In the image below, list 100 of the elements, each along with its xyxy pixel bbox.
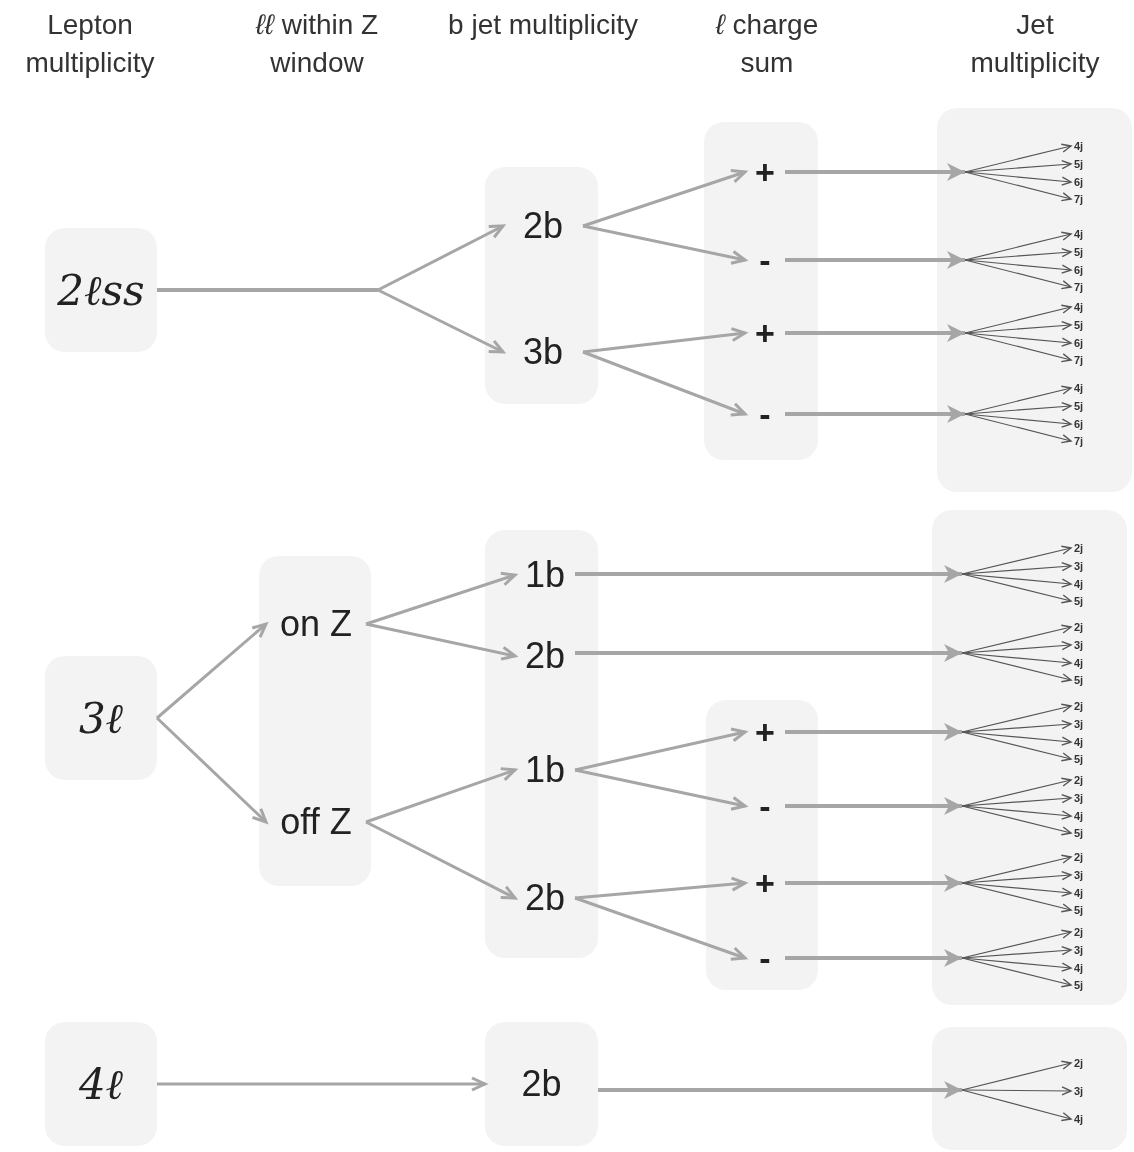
jet-count-label: 5j: [1074, 398, 1096, 414]
group-panel: [932, 510, 1127, 1005]
jet-count-label: 6j: [1074, 335, 1096, 351]
jet-count-label: 4j: [1074, 226, 1096, 242]
arrow: [964, 259, 1072, 290]
arrow: [961, 573, 1072, 604]
group-panel: [485, 167, 598, 404]
arrow: [961, 805, 1072, 836]
jet-count-label: 4j: [1074, 808, 1096, 824]
jet-count-label: 2j: [1074, 540, 1096, 556]
arrow: [575, 565, 962, 583]
charge-sign: +: [745, 150, 785, 194]
bin-label: 3b: [503, 326, 583, 378]
arrow: [365, 820, 517, 900]
arrow: [964, 321, 1072, 334]
category-box: 3ℓ: [45, 656, 157, 780]
charge-sign: +: [745, 311, 785, 355]
jet-count-label: 5j: [1074, 902, 1096, 918]
charge-sign: +: [745, 861, 785, 905]
arrow: [961, 793, 1072, 807]
jet-count-label: 2j: [1074, 698, 1096, 714]
jet-count-label: 3j: [1074, 637, 1096, 653]
jet-count-label: 2j: [1074, 1055, 1096, 1071]
arrow: [365, 767, 517, 824]
arrow: [964, 248, 1072, 261]
arrow: [961, 945, 1072, 959]
jet-count-label: 3j: [1074, 716, 1096, 732]
arrow: [964, 171, 1072, 202]
arrow: [961, 882, 1072, 913]
jet-count-label: 3j: [1074, 790, 1096, 806]
arrow: [785, 723, 962, 741]
arrow: [964, 160, 1072, 173]
group-panel: [706, 700, 818, 990]
arrow: [961, 640, 1072, 654]
arrow: [574, 896, 747, 961]
arrow: [377, 288, 505, 354]
jet-count-label: 5j: [1074, 751, 1096, 767]
bin-label: 2b: [515, 874, 575, 922]
jet-count-label: 3j: [1074, 1083, 1096, 1099]
charge-sign: -: [745, 392, 785, 436]
arrow: [582, 327, 747, 354]
arrow: [961, 652, 1072, 683]
jet-count-label: 2j: [1074, 849, 1096, 865]
arrow: [157, 1076, 487, 1092]
jet-count-label: 7j: [1074, 352, 1096, 368]
group-panel: [259, 556, 371, 886]
jet-count-label: 3j: [1074, 867, 1096, 883]
jet-count-label: 6j: [1074, 262, 1096, 278]
arrow: [582, 224, 747, 265]
group-panel: [485, 530, 598, 958]
charge-sign: -: [745, 784, 785, 828]
arrow: [964, 332, 1072, 363]
arrow: [785, 874, 962, 892]
jet-count-label: 4j: [1074, 138, 1096, 154]
arrow: [961, 1086, 1072, 1096]
arrow: [574, 876, 747, 900]
column-header: ℓℓ within Z window: [254, 8, 380, 80]
bin-label: 1b: [515, 746, 575, 794]
column-header: Jet multiplicity: [969, 8, 1101, 80]
arrow: [155, 716, 268, 824]
arrow: [785, 163, 965, 181]
arrow: [961, 957, 1072, 988]
jet-count-label: 2j: [1074, 772, 1096, 788]
arrow: [365, 622, 517, 661]
arrow: [964, 402, 1072, 415]
jet-count-label: 4j: [1074, 299, 1096, 315]
jet-count-label: 7j: [1074, 433, 1096, 449]
arrow: [575, 644, 962, 662]
arrow: [582, 350, 747, 417]
arrow: [964, 413, 1072, 444]
column-header: Lepton multiplicity: [24, 8, 156, 80]
jet-count-label: 4j: [1074, 885, 1096, 901]
jet-count-label: 4j: [1074, 960, 1096, 976]
arrow: [156, 622, 268, 720]
arrow: [785, 949, 962, 967]
jet-count-label: 3j: [1074, 558, 1096, 574]
bin-label: 1b: [515, 551, 575, 599]
arrow: [961, 1089, 1072, 1122]
arrow: [574, 768, 747, 811]
group-panel: [932, 1027, 1127, 1150]
category-box: 2b: [485, 1022, 598, 1146]
jet-count-label: 5j: [1074, 593, 1096, 609]
bin-label: 2b: [515, 632, 575, 680]
arrow: [598, 1081, 962, 1099]
arrow: [961, 561, 1072, 575]
jet-count-label: 6j: [1074, 174, 1096, 190]
bin-label: off Z: [266, 798, 366, 846]
jet-count-label: 4j: [1074, 380, 1096, 396]
charge-sign: -: [745, 238, 785, 282]
bin-label: 2b: [503, 200, 583, 252]
jet-count-label: 5j: [1074, 317, 1096, 333]
arrow: [785, 324, 965, 342]
jet-count-label: 5j: [1074, 672, 1096, 688]
category-box: 2ℓss: [45, 228, 157, 352]
category-box: 4ℓ: [45, 1022, 157, 1146]
jet-count-label: 4j: [1074, 1111, 1096, 1127]
bin-label: on Z: [266, 600, 366, 648]
jet-count-label: 4j: [1074, 734, 1096, 750]
group-panel: [704, 122, 818, 460]
group-panel: [937, 108, 1132, 492]
